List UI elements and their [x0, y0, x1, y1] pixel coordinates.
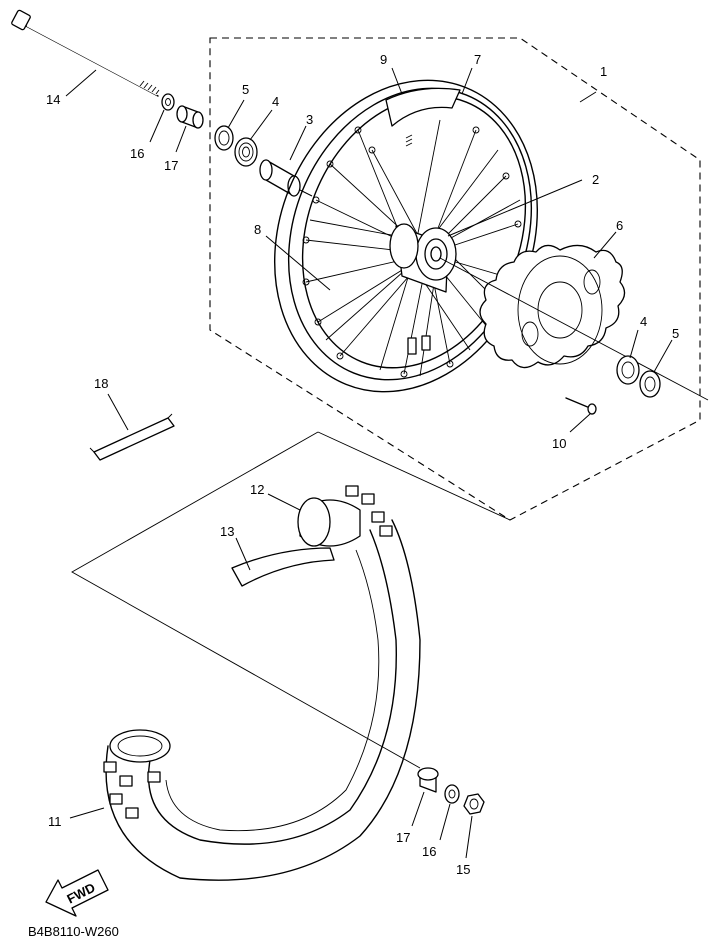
callout-5-right: 5: [672, 326, 679, 341]
tire: [103, 485, 421, 881]
callout-8: 8: [254, 222, 261, 237]
wheel-hub: [389, 223, 457, 355]
spoke-wrench: [89, 413, 175, 461]
spacer: [259, 159, 313, 197]
callout-4-right: 4: [640, 314, 647, 329]
tire-plane-guide: [71, 431, 511, 769]
callout-labels: 1 2 3 4 4 5 5 6 7 8 9 10 11 12 13 14 15 …: [46, 52, 679, 877]
callout-6: 6: [616, 218, 623, 233]
oil-seal-right: [639, 370, 661, 398]
collar-upper: [176, 105, 204, 129]
callout-15: 15: [456, 862, 470, 877]
callout-7: 7: [474, 52, 481, 67]
axle-shaft: [11, 9, 160, 97]
callout-9: 9: [380, 52, 387, 67]
callout-18: 18: [94, 376, 108, 391]
callout-4-left: 4: [272, 94, 279, 109]
rim-band: [385, 87, 461, 147]
callout-2: 2: [592, 172, 599, 187]
diagram-code: B4B8110-W260: [28, 924, 119, 939]
callout-17-upper: 17: [164, 158, 178, 173]
forward-arrow-icon: FWD: [45, 869, 109, 917]
disc-bolt: [565, 397, 597, 415]
callout-10: 10: [552, 436, 566, 451]
rim-band-lower: [231, 547, 335, 587]
axle-nut: [463, 793, 485, 815]
washer-lower: [444, 784, 460, 804]
callout-17-lower: 17: [396, 830, 410, 845]
oil-seal-left: [214, 125, 234, 151]
axle-centerline: [439, 257, 709, 401]
inner-tube: [297, 497, 361, 547]
callout-12: 12: [250, 482, 264, 497]
callout-1: 1: [600, 64, 607, 79]
callout-13: 13: [220, 524, 234, 539]
bearing-right: [616, 355, 640, 385]
brake-disc: [479, 244, 626, 369]
washer-upper: [161, 93, 175, 111]
callout-3: 3: [306, 112, 313, 127]
callout-14: 14: [46, 92, 60, 107]
callout-16-upper: 16: [130, 146, 144, 161]
callout-16-lower: 16: [422, 844, 436, 859]
callout-11: 11: [48, 814, 62, 829]
collar-lower: [417, 767, 439, 793]
assembly-boundary: [209, 37, 701, 521]
leader-lines: [65, 67, 673, 859]
callout-5-left: 5: [242, 82, 249, 97]
bearing-left: [234, 137, 258, 167]
